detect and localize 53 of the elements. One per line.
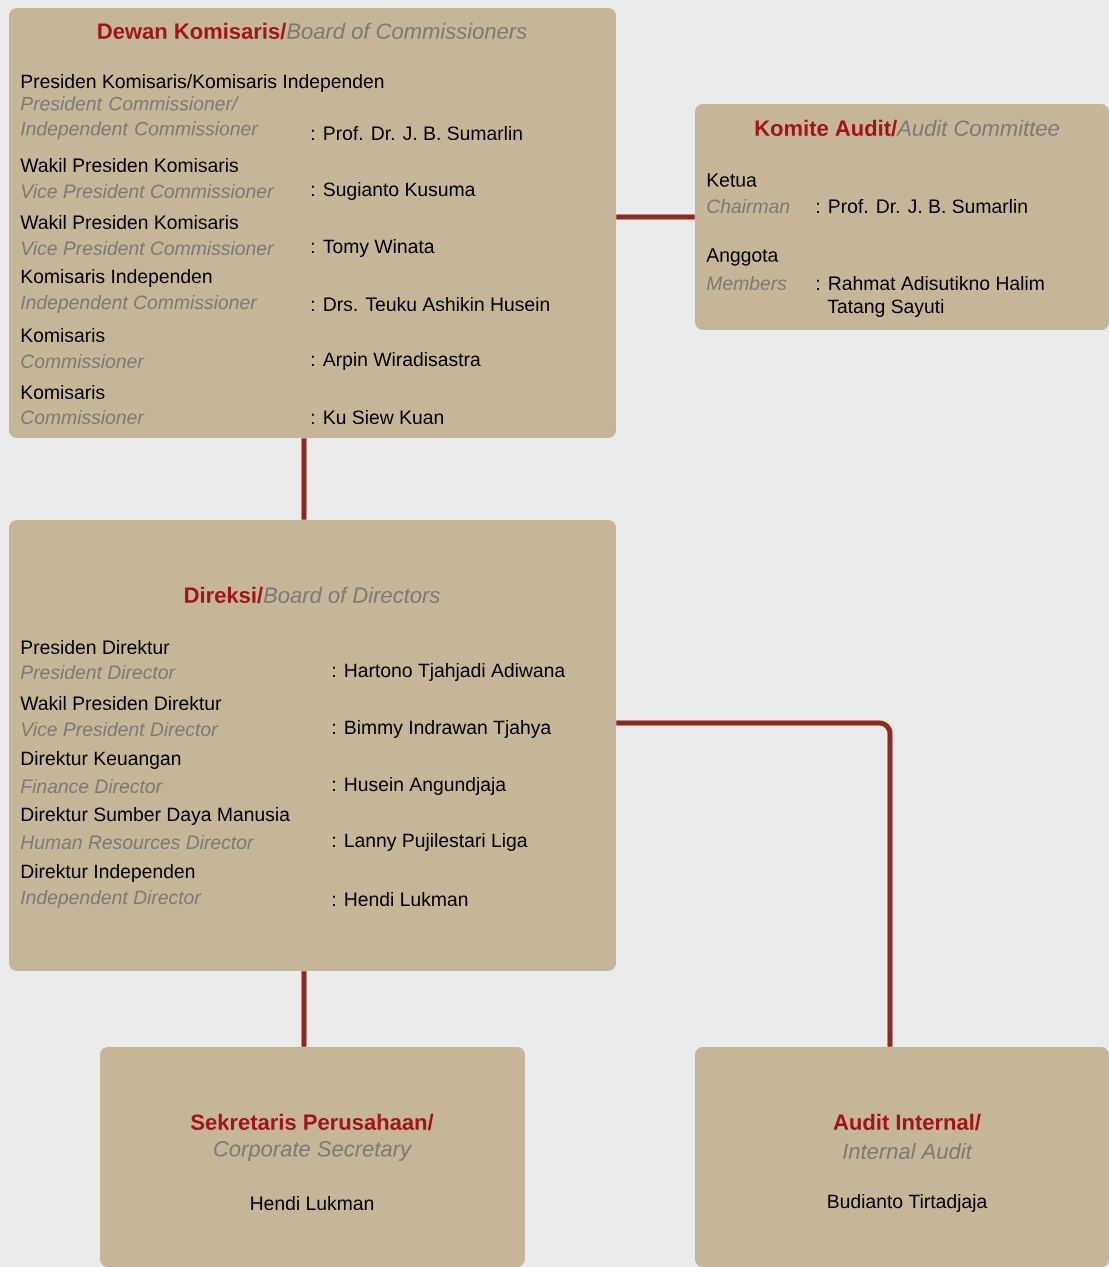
person-name: Hendi Lukman: [251, 1195, 374, 1211]
connector-line: [301, 971, 307, 1047]
connector-line: [616, 214, 695, 220]
role-label: Komisaris: [21, 327, 105, 343]
role-label: Direktur Independen: [21, 864, 195, 882]
person-name: Tatang Sayuti: [827, 299, 944, 317]
person-name: : Tomy Winata: [312, 239, 435, 257]
person-name: Budianto Tirtadjaja: [828, 1194, 988, 1212]
person-name: : Bimmy Indrawan Tjahya: [333, 720, 552, 738]
role-translation: Commissioner: [21, 353, 145, 369]
person-name: : Sugianto Kusuma: [312, 182, 476, 200]
role-label: Direktur Sumber Daya Manusia: [21, 807, 290, 825]
role-label: Direktur Keuangan: [21, 751, 181, 769]
box-heading: Audit Internal/: [833, 1113, 981, 1131]
role-label: Wakil Presiden Komisaris: [20, 214, 238, 230]
role-translation: President Commissioner/ Independent Commissioner: [20, 96, 259, 140]
role-translation: Vice President Commissioner: [21, 240, 275, 256]
box-subheading: Corporate Secretary: [214, 1141, 413, 1161]
role-translation: Vice President Commissioner: [21, 183, 275, 199]
person-name: : Ku Siew Kuan: [312, 409, 443, 425]
box-heading: Sekretaris Perusahaan/: [190, 1113, 434, 1131]
person-name: : Hartono Tjahjadi Adiwana: [333, 663, 566, 681]
role-label: Anggota: [706, 248, 779, 266]
role-translation: Independent Director: [21, 890, 202, 908]
role-translation: Independent Commissioner: [21, 295, 258, 313]
box-heading: Direksi/Board of Directors: [185, 586, 440, 604]
role-translation: Vice President Director: [21, 721, 219, 737]
role-label: Wakil Presiden Direktur: [20, 695, 222, 711]
box-heading: Dewan Komisaris/Board of Commissioners: [98, 22, 527, 40]
person-name: : Rahmat Adisutikno Halim: [817, 275, 1044, 291]
person-name: : Husein Angundjaja: [333, 777, 507, 795]
person-name: : Drs. Teuku Ashikin Husein: [312, 296, 549, 312]
person-name: : Prof. Dr. J. B. Sumarlin: [817, 198, 1027, 214]
box-subheading: Internal Audit: [843, 1142, 973, 1160]
role-translation: Finance Director: [20, 778, 163, 794]
role-label: Ketua: [707, 173, 757, 187]
role-label: Wakil Presiden Komisaris: [20, 157, 238, 173]
person-name: : Lanny Pujilestari Liga: [333, 833, 528, 851]
role-label: Komisaris: [21, 384, 105, 400]
connector-line: [301, 438, 307, 520]
person-name: : Prof. Dr. J. B. Sumarlin: [312, 125, 522, 141]
connector-line: [616, 720, 893, 1047]
role-translation: Chairman: [707, 198, 790, 214]
person-name: : Arpin Wiradisastra: [312, 352, 481, 370]
person-name: : Hendi Lukman: [333, 891, 468, 907]
role-translation: Human Resources Director: [20, 834, 254, 850]
role-translation: President Director: [20, 664, 176, 680]
role-label: Presiden Komisaris/Komisaris Independen: [21, 74, 384, 92]
box-heading: Komite Audit/Audit Committee: [755, 119, 1059, 137]
role-label: Presiden Direktur: [21, 639, 170, 655]
role-translation: Commissioner: [21, 409, 145, 425]
role-translation: Members: [706, 275, 787, 291]
role-label: Komisaris Independen: [21, 269, 212, 287]
